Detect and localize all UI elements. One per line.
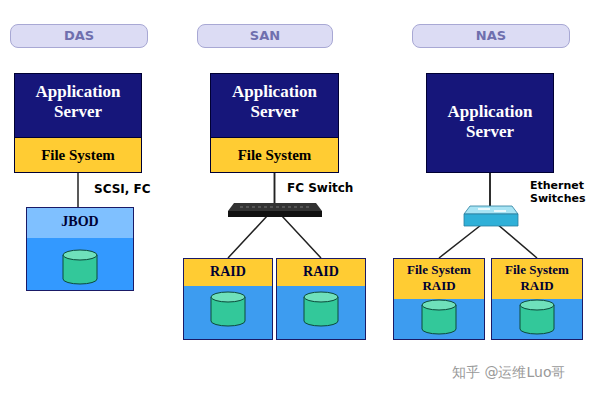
storage-box: RAID xyxy=(276,258,366,340)
connector xyxy=(77,173,79,207)
node-label: RAID xyxy=(184,259,272,285)
node-label: Application Server xyxy=(211,74,338,122)
server-box: Application Server xyxy=(426,73,554,173)
filesystem-band: File System xyxy=(211,137,338,172)
storage-box: File System RAID xyxy=(393,258,485,340)
header-pill: NAS xyxy=(412,24,570,48)
node-label: File System xyxy=(15,138,141,172)
node-label: Application Server xyxy=(15,74,141,122)
node-label: SAN xyxy=(198,25,332,47)
storage-box: RAID xyxy=(183,258,273,340)
device-label: Ethernet Switches xyxy=(530,179,596,205)
edge-label: SCSI, FC xyxy=(92,182,153,196)
node-label: File System RAID xyxy=(394,259,484,294)
ethernet-switch-icon xyxy=(464,206,518,226)
node-label: DAS xyxy=(11,25,147,47)
node-label: JBOD xyxy=(27,208,133,236)
server-box: Application ServerFile System xyxy=(14,73,142,173)
filesystem-band: File System xyxy=(15,137,141,172)
node-label: RAID xyxy=(277,259,365,285)
storage-box: JBOD xyxy=(26,207,134,291)
header-pill: SAN xyxy=(197,24,333,48)
device-label: FC Switch xyxy=(287,181,367,195)
server-box: Application ServerFile System xyxy=(210,73,339,173)
storage-box: File System RAID xyxy=(491,258,583,340)
node-label: Application Server xyxy=(427,74,553,142)
node-label: File System xyxy=(211,138,338,172)
header-pill: DAS xyxy=(10,24,148,48)
node-label: File System RAID xyxy=(492,259,582,294)
node-label: NAS xyxy=(413,25,569,47)
fc-switch-icon xyxy=(228,203,322,217)
watermark: 知乎 @运维Luo哥 xyxy=(452,364,592,382)
